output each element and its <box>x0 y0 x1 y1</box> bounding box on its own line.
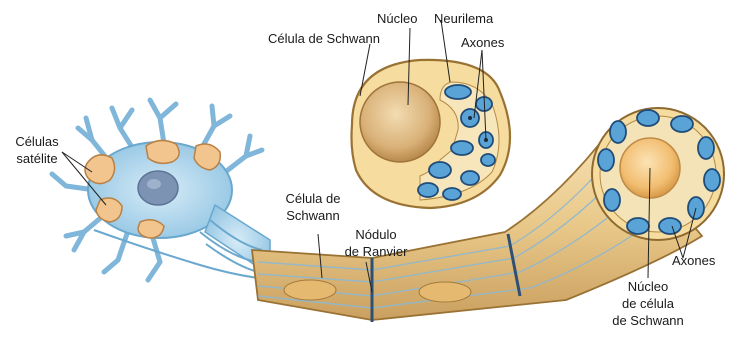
label-celulas-satelite-1: Células <box>6 134 68 149</box>
label-celula-de-1: Célula de <box>278 191 348 206</box>
label-nucleo-celula-1: Núcleo <box>608 279 688 294</box>
label-neurilema: Neurilema <box>434 11 493 26</box>
label-celula-schwann-top: Célula de Schwann <box>268 31 380 46</box>
label-axones-right: Axones <box>672 253 715 268</box>
label-celulas-satelite-2: satélite <box>6 151 68 166</box>
label-nucleo-celula-3: de Schwann <box>608 313 688 328</box>
fiber-cross-section <box>592 108 724 240</box>
label-axones-top: Axones <box>461 35 504 50</box>
label-nodulo-1: Nódulo <box>336 227 416 242</box>
label-nodulo-2: de Ranvier <box>336 244 416 259</box>
label-celula-de-2: Schwann <box>278 208 348 223</box>
label-nucleo-celula-2: de célula <box>608 296 688 311</box>
label-nucleo-top: Núcleo <box>377 11 417 26</box>
